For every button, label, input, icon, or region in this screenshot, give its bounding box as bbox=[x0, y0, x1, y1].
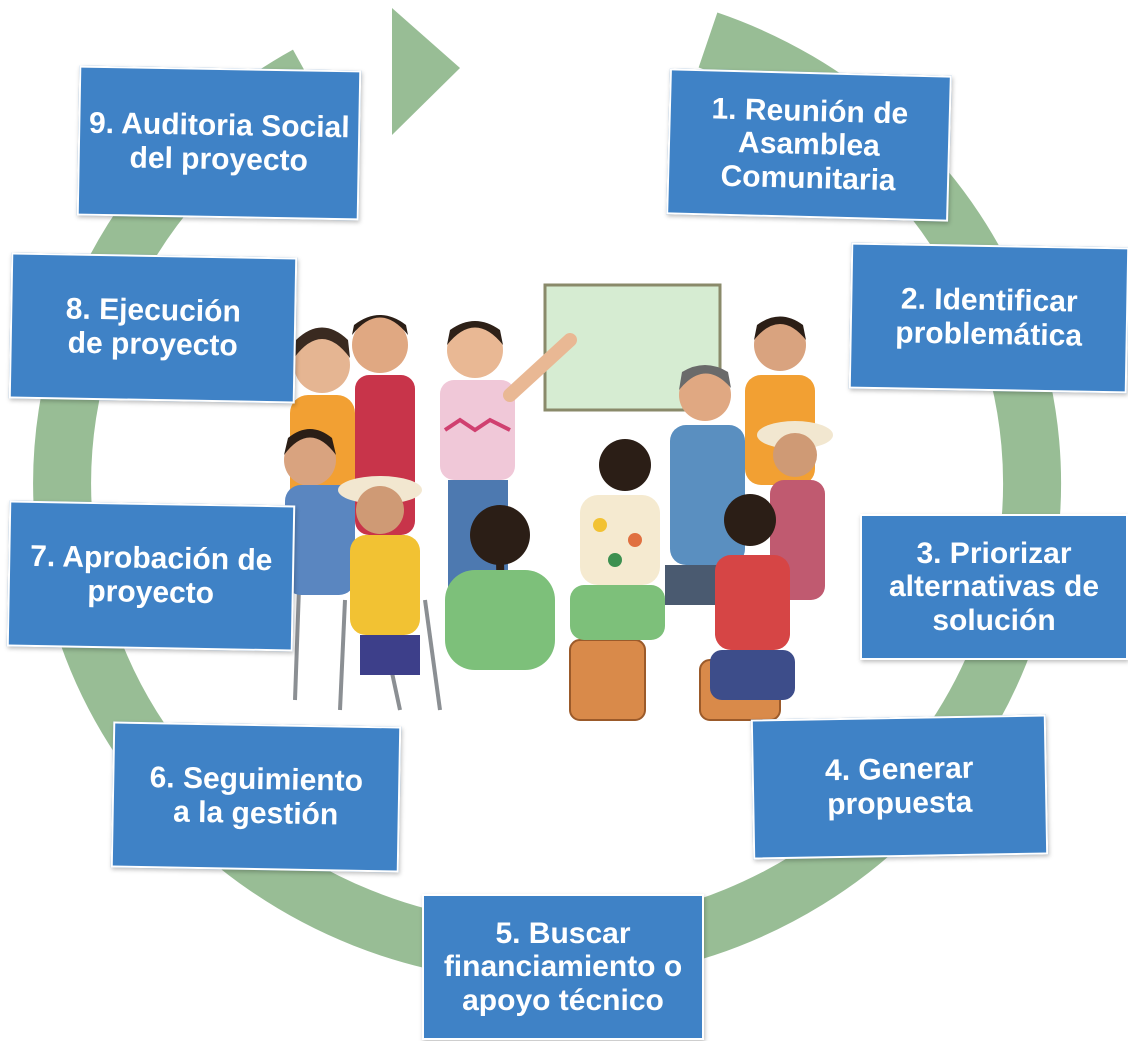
person-seated-back-woman bbox=[445, 505, 555, 670]
community-meeting-illustration bbox=[284, 283, 833, 721]
cycle-step-1: 1. Reunión de Asamblea Comunitaria bbox=[666, 68, 952, 222]
cycle-step-2: 2. Identificar problemática bbox=[848, 242, 1128, 394]
person-seated-red-blouse bbox=[710, 494, 795, 700]
cycle-step-3: 3. Priorizar alternativas de solución bbox=[860, 514, 1128, 660]
cycle-step-5: 5. Buscar financiamiento o apoyo técnico bbox=[422, 894, 704, 1040]
person-seated-left-woman bbox=[284, 429, 355, 595]
person-seated-flower-blouse bbox=[570, 439, 665, 640]
cycle-arrowhead bbox=[392, 8, 460, 135]
cycle-step-8: 8. Ejecución de proyecto bbox=[8, 252, 298, 404]
cycle-step-6: 6. Seguimiento a la gestión bbox=[110, 721, 402, 873]
cycle-step-7: 7. Aprobación de proyecto bbox=[6, 500, 296, 652]
cycle-step-4: 4. Generar propuesta bbox=[750, 714, 1049, 860]
person-seated-hat-man bbox=[338, 476, 422, 675]
cycle-step-9: 9. Auditoria Social del proyecto bbox=[76, 65, 362, 221]
